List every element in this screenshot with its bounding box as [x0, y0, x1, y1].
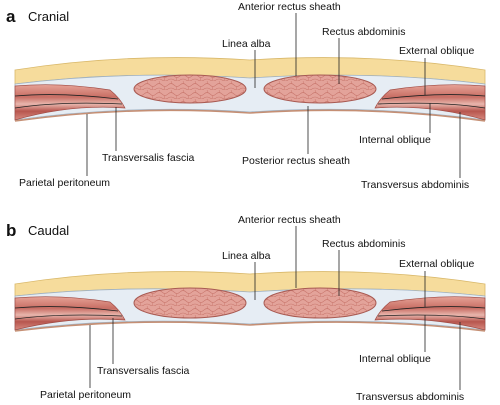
- lateral-muscles-right: [374, 296, 486, 331]
- label-anterior-rectus-sheath: Anterior rectus sheath: [238, 214, 341, 226]
- label-transversus-abdominis: Transversus abdominis: [356, 391, 464, 403]
- lateral-muscles-right: [374, 84, 486, 121]
- label-internal-oblique: Internal oblique: [359, 134, 431, 146]
- label-internal-oblique: Internal oblique: [359, 353, 431, 365]
- panel-letter: a: [6, 7, 16, 26]
- rectus-abdominis-right: [263, 74, 377, 104]
- lateral-muscles-left: [14, 84, 126, 121]
- rectus-abdominis-right: [263, 287, 377, 319]
- rectus-abdominis-left: [133, 287, 247, 319]
- label-linea-alba: Linea alba: [222, 250, 271, 262]
- label-parietal-peritoneum: Parietal peritoneum: [40, 389, 131, 401]
- panel-title: Cranial: [28, 9, 69, 24]
- label-rectus-abdominis: Rectus abdominis: [322, 26, 405, 38]
- label-parietal-peritoneum: Parietal peritoneum: [19, 177, 110, 189]
- panel-title: Caudal: [28, 223, 69, 238]
- parietal-peritoneum-line: [14, 321, 486, 332]
- lateral-muscles-left: [14, 296, 126, 331]
- panel-letter: b: [6, 221, 16, 240]
- label-anterior-rectus-sheath: Anterior rectus sheath: [238, 1, 341, 13]
- label-posterior-rectus-sheath: Posterior rectus sheath: [242, 155, 350, 167]
- label-external-oblique: External oblique: [399, 45, 474, 57]
- label-linea-alba: Linea alba: [222, 38, 271, 50]
- label-external-oblique: External oblique: [399, 258, 474, 270]
- rectus-abdominis-left: [133, 74, 247, 104]
- abdominal-wall-cross-section: [14, 271, 486, 332]
- label-transversalis-fascia: Transversalis fascia: [102, 152, 195, 164]
- label-rectus-abdominis: Rectus abdominis: [322, 238, 405, 250]
- label-transversus-abdominis: Transversus abdominis: [361, 179, 469, 191]
- label-transversalis-fascia: Transversalis fascia: [97, 365, 190, 377]
- parietal-peritoneum-line: [14, 109, 486, 122]
- abdominal-wall-cross-section: [14, 57, 486, 122]
- panel-b: b Caudal Anterior rectus sheath Linea al…: [6, 214, 486, 403]
- panel-a: a Cranial Anterior rectus sheath Linea a…: [6, 1, 486, 191]
